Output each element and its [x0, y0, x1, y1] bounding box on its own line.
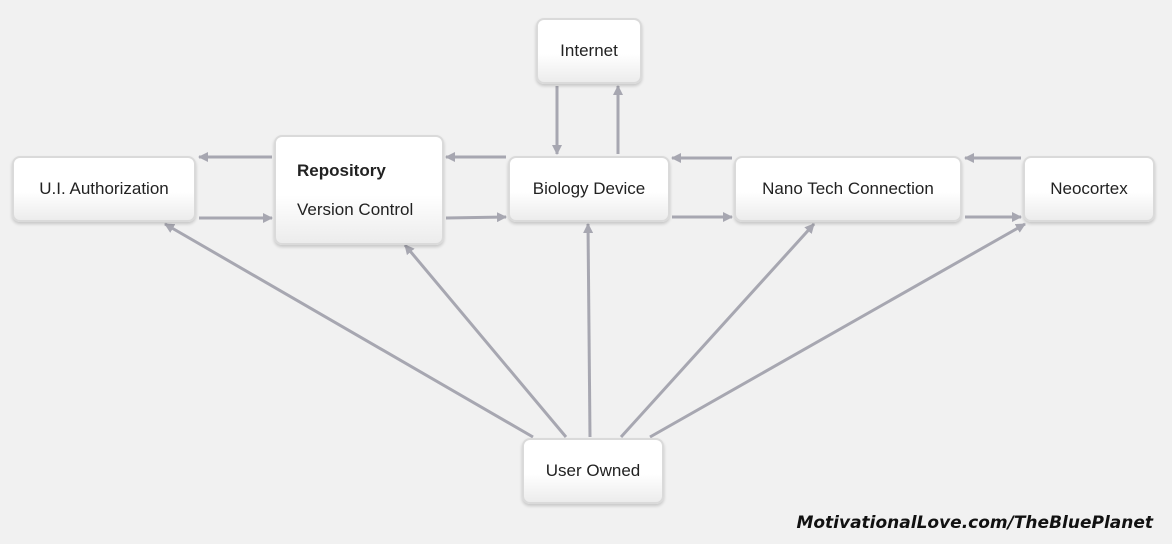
node-biology-device[interactable]: Biology Device: [508, 156, 670, 222]
node-internet[interactable]: Internet: [536, 18, 642, 84]
node-user-owned-label: User Owned: [545, 461, 641, 480]
node-repository[interactable]: Repository Version Control: [274, 135, 444, 245]
node-repository-subtitle: Version Control: [297, 199, 414, 219]
node-nano-tech-connection[interactable]: Nano Tech Connection: [734, 156, 962, 222]
node-neocortex-label: Neocortex: [1050, 179, 1128, 198]
node-ui-authorization-label: U.I. Authorization: [39, 179, 169, 198]
arrow-user-owned-to-neocortex: [649, 222, 1026, 439]
arrow-user-owned-to-nano-tech: [619, 222, 816, 439]
node-user-owned[interactable]: User Owned: [522, 438, 664, 504]
arrow-user-owned-to-repository: [403, 244, 568, 438]
arrow-user-owned-to-ui-authorization: [164, 222, 534, 439]
node-repository-title: Repository: [297, 160, 386, 180]
node-ui-authorization[interactable]: U.I. Authorization: [12, 156, 196, 222]
arrow-user-owned-to-biology-device: [583, 223, 594, 438]
node-neocortex[interactable]: Neocortex: [1023, 156, 1155, 222]
node-biology-device-label: Biology Device: [532, 179, 646, 198]
watermark-text: MotivationalLove.com/TheBluePlanet: [796, 513, 1153, 533]
arrow-repository-to-biology-device: [445, 212, 507, 223]
node-internet-label: Internet: [560, 41, 618, 60]
node-nano-tech-label: Nano Tech Connection: [762, 179, 934, 198]
